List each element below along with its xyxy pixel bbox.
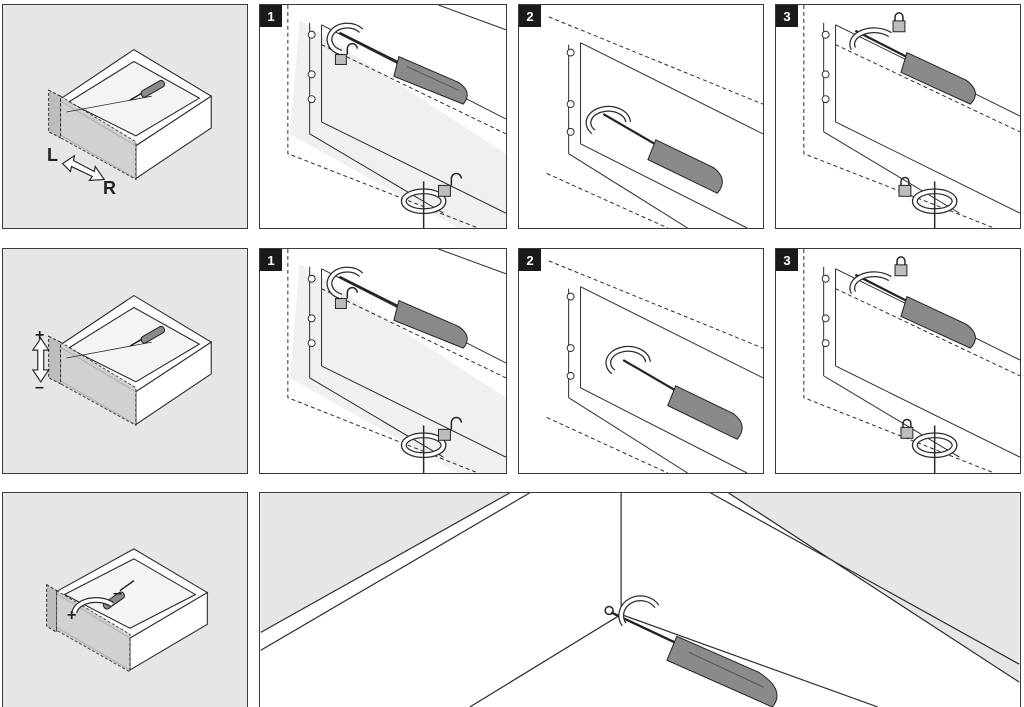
screwdriver-icon [129, 325, 166, 347]
overview-panel-height: + – [2, 248, 248, 474]
up-down-arrow-icon [31, 337, 50, 383]
rotate-arrow-icon [911, 425, 958, 473]
unlock-icon [334, 286, 358, 309]
screwdriver-icon [854, 273, 976, 349]
drawer-illustration [46, 548, 209, 673]
label-minus: – [35, 379, 44, 396]
rotate-arrow-icon [605, 345, 651, 375]
lock-icon [900, 418, 914, 439]
drawer-illustration [48, 48, 213, 182]
unlock-icon [438, 416, 463, 441]
screwdriver-icon [622, 359, 743, 440]
rotate-arrow-icon [618, 595, 660, 627]
rotate-arrow-icon [400, 425, 447, 473]
cabinet-detail-illustration [287, 249, 506, 473]
step-number-badge: 1 [260, 5, 282, 27]
step-number-badge: 2 [519, 249, 541, 271]
cabinet-detail-illustration [803, 5, 1020, 228]
lock-icon [892, 12, 906, 33]
step-panel-r2-s1: 1 [259, 248, 507, 474]
rotate-arrow-icon [849, 271, 892, 295]
label-right: R [103, 178, 116, 198]
rotate-arrow-icon [400, 181, 447, 228]
cabinet-detail-illustration [546, 260, 763, 473]
screwdriver-icon [338, 275, 468, 349]
step-panel-r2-s2: 2 [518, 248, 764, 474]
label-minus: – [113, 585, 122, 602]
rotate-arrow-icon [849, 27, 892, 51]
step-panel-r1-s1: 1 [259, 4, 507, 229]
screwdriver-icon [854, 29, 976, 105]
unlock-icon [334, 42, 358, 65]
step-panel-r1-s2: 2 [518, 4, 764, 229]
label-plus: + [67, 607, 77, 624]
rotate-arrow-icon [911, 181, 958, 228]
cabinet-detail-illustration [287, 5, 506, 228]
step-number-badge: 1 [260, 249, 282, 271]
step-panel-r2-s3: 3 [775, 248, 1021, 474]
step-number-badge: 3 [776, 249, 798, 271]
lock-icon [894, 256, 908, 277]
detail-panel-tilt [259, 492, 1021, 707]
left-right-arrow-icon [61, 154, 106, 182]
rotate-arrow-icon [326, 266, 364, 300]
cabinet-corner-illustration [260, 493, 1020, 707]
rotate-arrow-icon [71, 597, 114, 614]
overview-panel-tilt: – + [2, 492, 248, 707]
rotate-arrow-icon [326, 22, 364, 56]
label-plus: + [35, 327, 45, 344]
cabinet-detail-illustration [546, 5, 763, 228]
screwdriver-icon [604, 605, 778, 707]
screwdriver-icon [338, 31, 468, 105]
cabinet-detail-illustration [803, 249, 1020, 473]
lock-icon [898, 176, 912, 197]
screwdriver-icon [129, 79, 166, 101]
rotate-arrow-icon [585, 105, 632, 135]
label-left: L [47, 145, 58, 165]
unlock-icon [438, 172, 463, 197]
drawer-illustration [31, 294, 213, 427]
screwdriver-icon [602, 113, 723, 194]
step-number-badge: 3 [776, 5, 798, 27]
overview-panel-lateral: L R [2, 4, 248, 229]
step-panel-r1-s3: 3 [775, 4, 1021, 229]
step-number-badge: 2 [519, 5, 541, 27]
